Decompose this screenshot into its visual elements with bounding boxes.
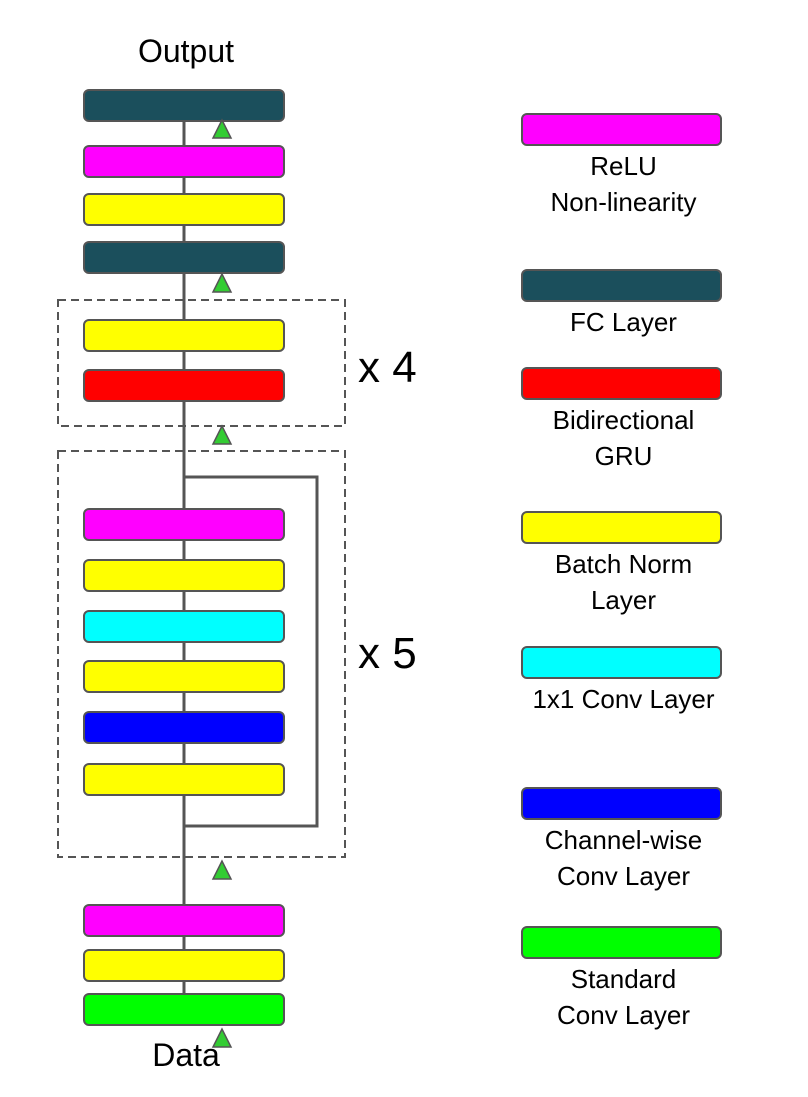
legend-swatch-channelwise xyxy=(521,787,722,820)
relu-layer-block xyxy=(83,904,285,937)
conv-repeat-group-box xyxy=(57,450,346,858)
legend-swatch-relu xyxy=(521,113,722,146)
legend-item-conv1x1: 1x1 Conv Layer xyxy=(521,646,722,714)
legend-label-channelwise: Conv Layer xyxy=(557,861,690,891)
legend-swatch-gru xyxy=(521,367,722,400)
legend-label-relu: ReLU xyxy=(590,151,656,181)
data-label: Data xyxy=(152,1037,220,1073)
conv-repeat-label: x 5 xyxy=(358,629,417,678)
gru-layer-block xyxy=(83,369,285,402)
batchnorm-layer-block xyxy=(83,319,285,352)
gru-repeat-label: x 4 xyxy=(358,343,417,392)
legend-label-batchnorm: Layer xyxy=(591,585,656,615)
legend-label-channelwise: Channel-wise xyxy=(545,825,703,855)
relu-layer-block xyxy=(83,145,285,178)
flow-arrow-icon xyxy=(211,424,233,445)
batchnorm-layer-block xyxy=(83,193,285,226)
legend-swatch-conv1x1 xyxy=(521,646,722,679)
legend-item-fc: FC Layer xyxy=(521,269,722,337)
batchnorm-layer-block xyxy=(83,559,285,592)
legend-label-conv1x1: 1x1 Conv Layer xyxy=(532,684,714,714)
flow-arrow-icon xyxy=(211,272,233,293)
legend-swatch-fc xyxy=(521,269,722,302)
legend-label-gru: GRU xyxy=(595,441,653,471)
flow-arrow-icon xyxy=(211,118,233,139)
output-label: Output xyxy=(138,33,234,69)
residual-skip-line xyxy=(184,475,319,828)
legend-swatch-batchnorm xyxy=(521,511,722,544)
legend-item-relu: ReLU Non-linearity xyxy=(521,113,722,217)
standard-layer-block xyxy=(83,993,285,1026)
conv1x1-layer-block xyxy=(83,610,285,643)
batchnorm-layer-block xyxy=(83,763,285,796)
legend-label-standard: Standard xyxy=(571,964,677,994)
legend-label-gru: Bidirectional xyxy=(553,405,695,435)
batchnorm-layer-block xyxy=(83,949,285,982)
legend-label-fc: FC Layer xyxy=(570,307,677,337)
fc-layer-block xyxy=(83,89,285,122)
legend-swatch-standard xyxy=(521,926,722,959)
batchnorm-layer-block xyxy=(83,660,285,693)
flow-arrows xyxy=(211,118,233,1048)
legend: ReLU Non-linearity FC LayerBidirectionalGR… xyxy=(521,113,722,1030)
gru-repeat-group-box xyxy=(57,299,346,427)
connection-lines xyxy=(182,105,319,1010)
flow-arrow-icon xyxy=(211,859,233,880)
flow-arrow-icon xyxy=(211,1027,233,1048)
layer-stack xyxy=(83,89,285,1026)
fc-layer-block xyxy=(83,241,285,274)
legend-label-standard: Conv Layer xyxy=(557,1000,690,1030)
channelwise-layer-block xyxy=(83,711,285,744)
legend-label-batchnorm: Batch Norm xyxy=(555,549,692,579)
relu-layer-block xyxy=(83,508,285,541)
legend-label-relu: Non-linearity xyxy=(551,187,697,217)
